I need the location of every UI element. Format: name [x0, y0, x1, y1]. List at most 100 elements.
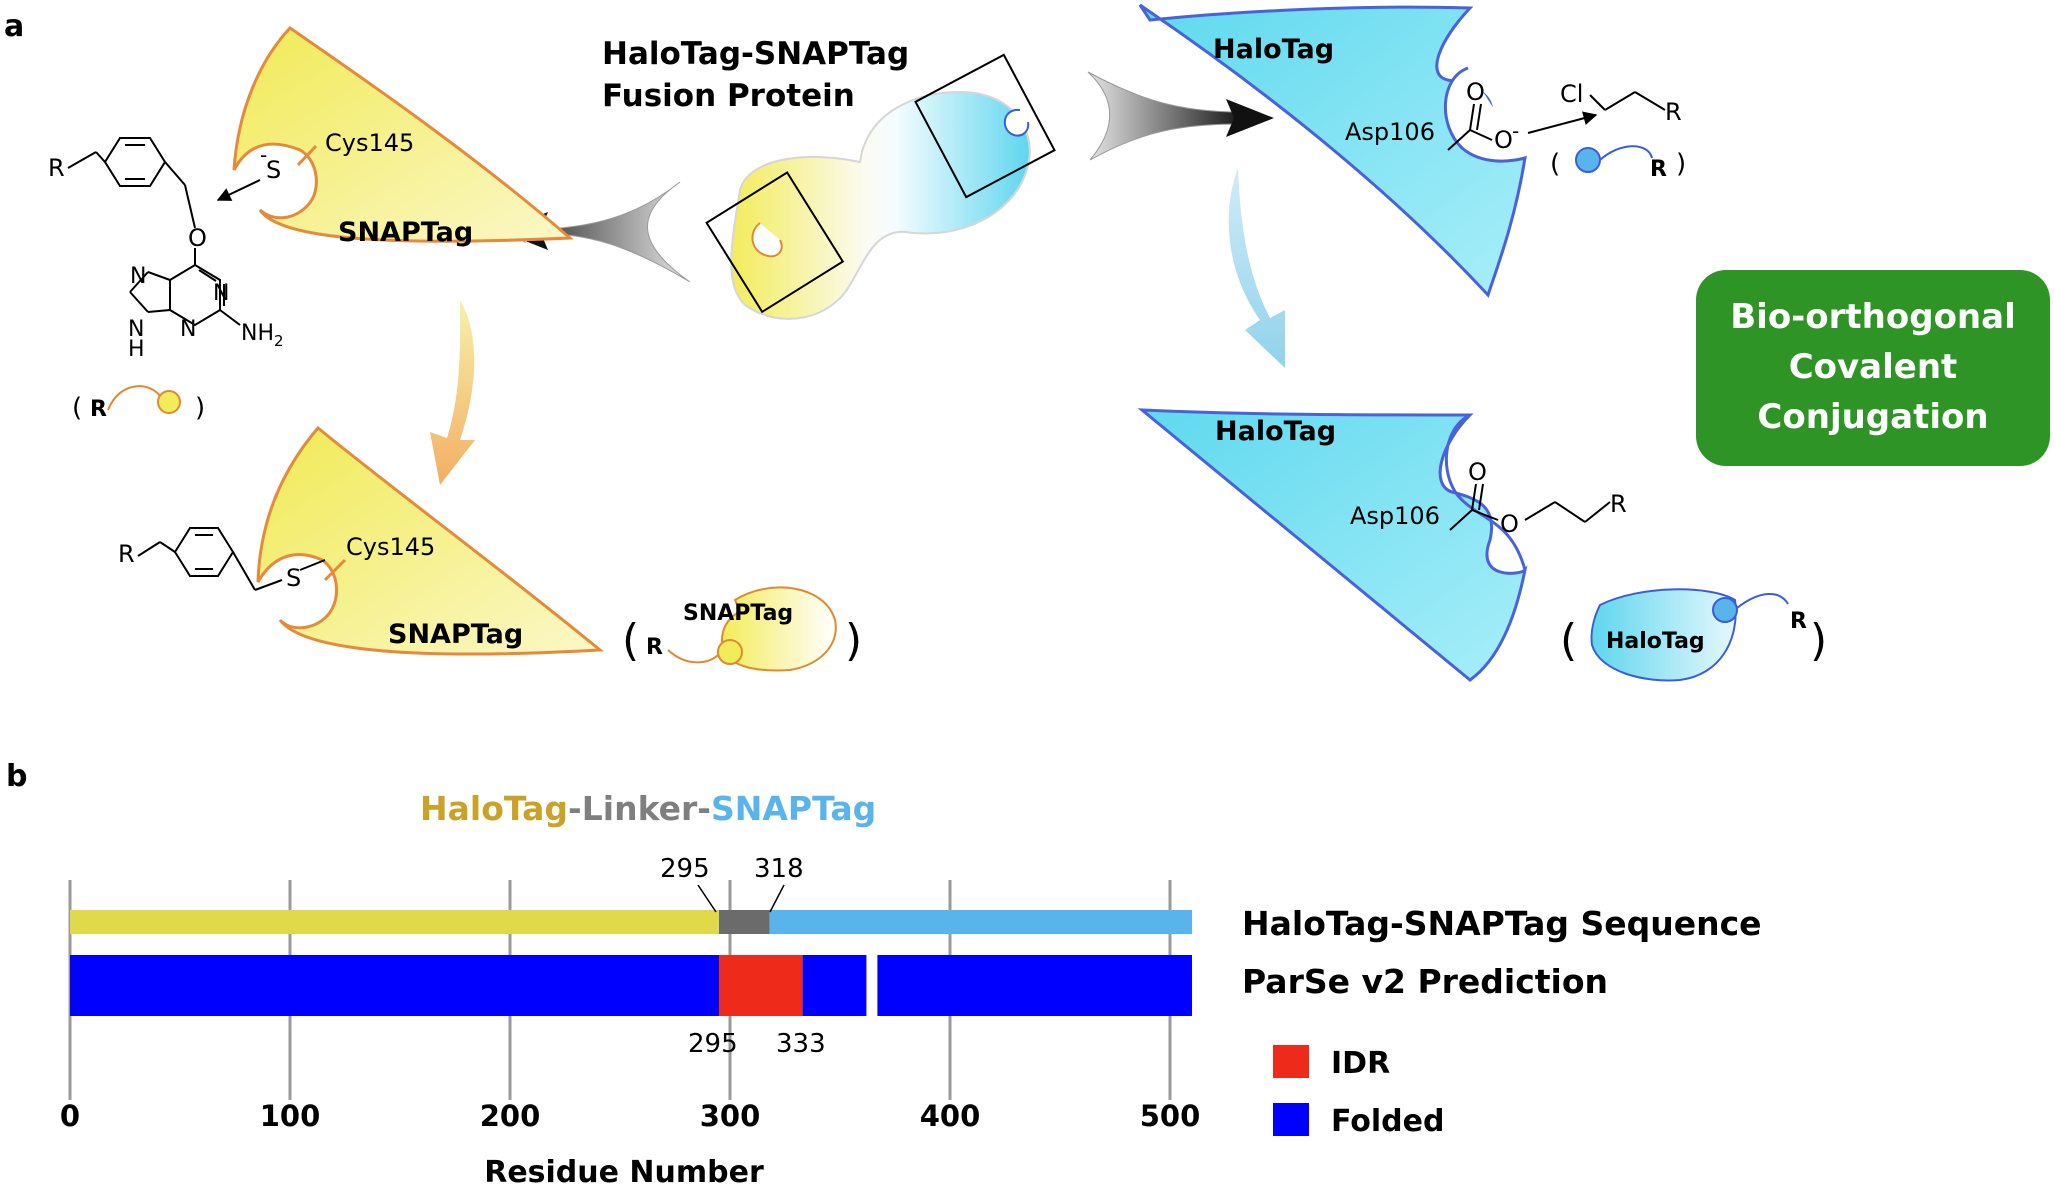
snap-legend-link: [107, 385, 161, 411]
snap-small-shape: [720, 586, 837, 672]
halo-zoom-box: [914, 53, 1056, 199]
snap-attack-arrow: [216, 179, 261, 201]
halo-small-link: [1736, 592, 1789, 609]
sequence-segment-snaptag: [769, 910, 1192, 934]
seq-end-leader: [769, 884, 785, 913]
halo-carboxylate-O2: O: [1494, 126, 1513, 154]
halo-residue-label: Asp106: [1345, 118, 1435, 146]
halo-reaction-arrow: [1228, 168, 1285, 368]
tick-label-400: 400: [920, 1099, 981, 1133]
snap-enzyme-label: SNAPTag: [338, 217, 473, 248]
tick-label-200: 200: [480, 1099, 541, 1133]
snap-small-bead: [717, 639, 743, 665]
snap-small-link: [667, 649, 721, 664]
snap-small-R: R: [646, 635, 663, 660]
prediction-bar: [70, 955, 1192, 1016]
snap-zoom-box: [705, 171, 845, 314]
halo-substrate-R: R: [1665, 98, 1682, 126]
halo-small-shape: [1590, 588, 1737, 682]
snap-N1: N: [130, 264, 146, 289]
snap-N3: N: [180, 317, 196, 342]
construct-title-halo: HaloTag: [420, 789, 568, 828]
snap-NH-H: H: [128, 337, 145, 362]
fusion-title-line2: Fusion Protein: [602, 78, 855, 114]
x-axis-label: Residue Number: [484, 1155, 764, 1184]
snap-product-structure: [137, 527, 326, 591]
legend-folded-label: Folded: [1331, 1104, 1444, 1139]
tick-label-500: 500: [1140, 1099, 1201, 1133]
benzylguanine-structure: [67, 137, 241, 327]
tick-label-300: 300: [700, 1099, 761, 1133]
snap-legend-close: ): [195, 393, 205, 423]
tick-label-0: 0: [60, 1099, 80, 1133]
seq-start-leader: [697, 884, 717, 913]
snaptag-product: [256, 425, 604, 656]
tick-label-100: 100: [260, 1099, 321, 1133]
construct-title: HaloTag-Linker-SNAPTag: [420, 789, 876, 828]
snap-legend-bead: [157, 390, 181, 414]
halo-chloride: Cl: [1560, 80, 1583, 108]
construct-title-linker: Linker: [582, 789, 698, 828]
halo-product-O1: O: [1468, 458, 1487, 486]
halo-legend-R: R: [1650, 157, 1667, 182]
legend-idr-swatch: [1273, 1045, 1309, 1078]
snap-N4: N: [128, 317, 144, 342]
halo-small-open: (: [1560, 615, 1577, 666]
seq-start-annotation: 295: [660, 854, 710, 884]
snap-thiolate-charge: -: [260, 143, 267, 167]
snap-small-open: (: [622, 615, 639, 666]
halo-carboxylate: [1447, 103, 1493, 151]
halo-enzyme-label: HaloTag: [1213, 34, 1334, 65]
x-axis-ticks: 0 100 200 300 400 500: [60, 1099, 1200, 1133]
halo-ester-structure: [1449, 483, 1611, 531]
halo-legend-close: ): [1676, 149, 1686, 179]
halo-attack-arrow: [1527, 111, 1598, 134]
sequence-segment-linker: [719, 910, 770, 934]
snap-product-residue: Cys145: [346, 533, 435, 561]
snap-small-close: ): [845, 615, 862, 666]
construct-title-dash2: -: [697, 789, 711, 828]
halo-product-residue: Asp106: [1350, 502, 1440, 530]
panel-a-label: a: [4, 9, 24, 44]
halo-small-close: ): [1810, 615, 1827, 666]
halo-legend-link: [1599, 145, 1653, 161]
halo-carboxylate-O1: O: [1466, 78, 1485, 106]
sequence-segment-halotag: [70, 910, 719, 934]
snap-amine: NH2: [241, 321, 284, 350]
snap-residue-label: Cys145: [325, 129, 414, 157]
legend-folded-swatch: [1273, 1103, 1309, 1136]
snap-substrate-R: R: [48, 154, 65, 182]
badge-line3: Conjugation: [1757, 397, 1988, 437]
idr-start-annotation: 295: [688, 1029, 738, 1059]
snap-legend-open: (: [72, 393, 82, 423]
snap-product-S: S: [286, 564, 301, 592]
legend-idr-label: IDR: [1331, 1046, 1390, 1081]
prediction-segment-folded-0: [70, 955, 719, 1016]
halo-product-label: HaloTag: [1215, 416, 1336, 447]
snap-N2: N: [213, 281, 229, 306]
snaptag-enzyme: [232, 26, 574, 243]
badge-line2: Covalent: [1789, 347, 1958, 387]
fusion-title-line1: HaloTag-SNAPTag: [602, 36, 909, 72]
sequence-bar: [70, 910, 1192, 934]
seq-end-annotation: 318: [754, 854, 804, 884]
snap-thiolate: S: [266, 156, 281, 184]
prediction-segment-folded-3: [877, 955, 1192, 1016]
halotag-product: [1137, 408, 1528, 682]
badge-line1: Bio-orthogonal: [1730, 297, 2015, 337]
snap-small-label: SNAPTag: [683, 601, 793, 626]
halo-small-label: HaloTag: [1606, 629, 1705, 654]
halotag-enzyme: [1138, 3, 1527, 298]
halo-product-O2: O: [1500, 510, 1519, 538]
construct-title-dash1: -: [568, 789, 582, 828]
arrow-to-snap: [503, 181, 691, 283]
halo-small-R: R: [1790, 609, 1807, 634]
arrow-to-halo-head: [1226, 99, 1274, 137]
halo-small-bead: [1712, 597, 1738, 623]
halo-alkyl-chain: [1589, 91, 1666, 111]
idr-end-annotation: 333: [776, 1029, 826, 1059]
fusion-protein: [705, 53, 1056, 320]
halo-legend-open: (: [1550, 149, 1560, 179]
arrow-to-halo: [1087, 71, 1241, 161]
